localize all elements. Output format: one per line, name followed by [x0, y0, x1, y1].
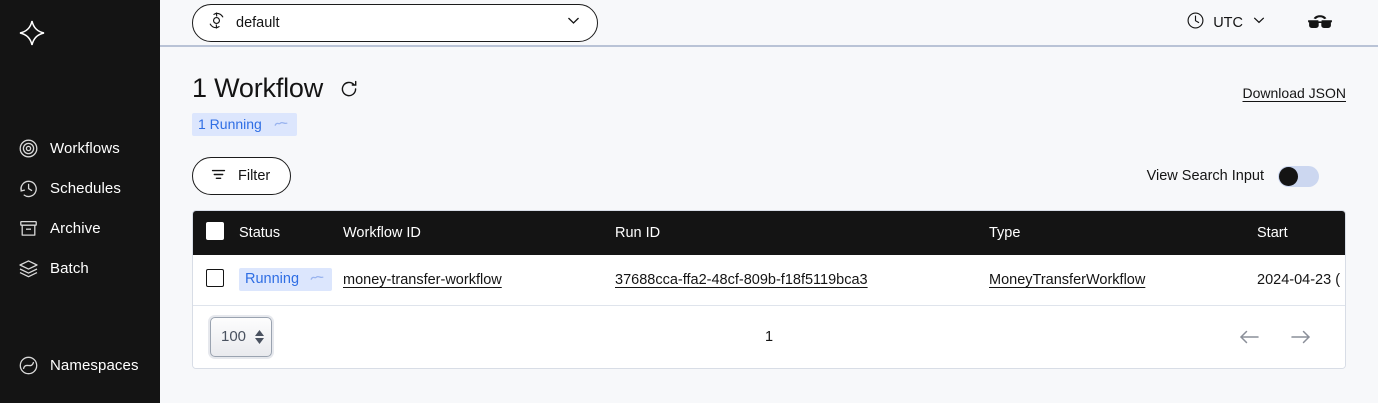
status-filter-row: 1 Running [192, 113, 1346, 136]
status-badge[interactable]: Running [239, 268, 333, 292]
workflows-table: Status Workflow ID Run ID Type Start [192, 210, 1346, 369]
page-number: 1 [764, 328, 774, 345]
page-size-value: 100 [221, 328, 247, 345]
status-badge[interactable]: 1 Running [192, 113, 297, 136]
namespaces-icon [18, 355, 39, 376]
topbar-right-group: UTC [1186, 11, 1355, 35]
sidebar-item-batch[interactable]: Batch [0, 248, 160, 288]
pagination-arrows [1238, 328, 1327, 346]
select-all-checkbox[interactable] [206, 222, 224, 240]
filter-icon [210, 166, 227, 187]
batch-layers-icon [18, 258, 39, 279]
sidebar-item-schedules[interactable]: Schedules [0, 168, 160, 208]
spinner-arrows-icon [255, 329, 264, 344]
row-start-cell: 2024-04-23 ( [1257, 271, 1341, 288]
archive-box-icon [18, 218, 39, 239]
column-header-workflow-id[interactable]: Workflow ID [343, 225, 421, 241]
run-id-link[interactable]: 37688cca-ffa2-48cf-809b-f18f5119bca3 [615, 271, 868, 288]
namespace-select[interactable]: default [192, 3, 598, 42]
table-controls: Filter View Search Input [192, 157, 1346, 195]
refresh-icon[interactable] [339, 79, 359, 99]
sidebar-item-label: Batch [50, 259, 89, 277]
workflow-type-link[interactable]: MoneyTransferWorkflow [989, 271, 1146, 288]
column-header-type[interactable]: Type [989, 225, 1021, 241]
namespace-icon [207, 11, 226, 35]
running-squiggle-icon [310, 271, 324, 287]
arrow-right-icon[interactable] [1290, 328, 1312, 346]
workflows-icon [18, 138, 39, 159]
sidebar-item-archive[interactable]: Archive [0, 208, 160, 248]
namespace-value: default [236, 14, 280, 31]
sidebar-item-label: Namespaces [50, 356, 139, 374]
select-all-header [193, 211, 239, 255]
content-area: 1 Workflow Download JSON 1 Running [160, 47, 1378, 369]
timezone-value: UTC [1213, 14, 1243, 31]
chevron-down-icon [1251, 12, 1267, 33]
sidebar-item-label: Archive [50, 219, 101, 237]
row-run-id-cell: 37688cca-ffa2-48cf-809b-f18f5119bca3 [615, 255, 989, 305]
main-area: default UTC [160, 0, 1378, 403]
temporal-star-logo[interactable] [17, 18, 47, 48]
row-checkbox[interactable] [206, 268, 224, 287]
table-row[interactable]: Running money-transfer-workflow [193, 255, 1345, 305]
running-squiggle-icon [274, 116, 288, 132]
sunglasses-icon[interactable] [1307, 14, 1333, 32]
page-header-left: 1 Workflow [192, 73, 359, 104]
sidebar-nav-secondary: Namespaces [0, 345, 160, 385]
row-type-cell: MoneyTransferWorkflow [989, 255, 1257, 305]
status-label: Running [245, 271, 300, 288]
column-header-start[interactable]: Start [1257, 225, 1288, 241]
toggle-knob [1279, 166, 1298, 186]
chevron-down-icon [565, 12, 582, 34]
filter-button-label: Filter [238, 168, 271, 184]
row-status-cell: Running [239, 255, 343, 305]
view-search-input-toggle[interactable] [1278, 165, 1319, 187]
column-header-status[interactable]: Status [239, 225, 281, 241]
page-header: 1 Workflow Download JSON [192, 47, 1346, 104]
sidebar-nav-primary: Workflows Schedules [0, 128, 160, 288]
row-workflow-id-cell: money-transfer-workflow [343, 255, 615, 305]
sidebar-item-label: Schedules [50, 179, 121, 197]
table-header-row: Status Workflow ID Run ID Type Start [193, 211, 1345, 255]
sidebar: Workflows Schedules [0, 0, 160, 403]
schedules-clock-icon [18, 178, 39, 199]
arrow-left-icon[interactable] [1238, 328, 1260, 346]
table-pagination: 100 1 [193, 305, 1345, 368]
filter-button[interactable]: Filter [192, 157, 292, 195]
row-select-cell [193, 255, 239, 305]
workflow-id-link[interactable]: money-transfer-workflow [343, 271, 502, 288]
download-json-link[interactable]: Download JSON [1242, 84, 1347, 101]
clock-icon [1186, 11, 1205, 35]
status-badge-label: 1 Running [198, 116, 262, 132]
page-size-select[interactable]: 100 [210, 316, 272, 357]
column-header-run-id[interactable]: Run ID [615, 225, 661, 241]
page-title: 1 Workflow [192, 73, 324, 103]
timezone-select[interactable]: UTC [1186, 11, 1267, 35]
sidebar-item-label: Workflows [50, 139, 120, 157]
top-bar: default UTC [160, 0, 1378, 47]
sidebar-item-workflows[interactable]: Workflows [0, 128, 160, 168]
view-search-input-label: View Search Input [1146, 168, 1264, 184]
sidebar-item-namespaces[interactable]: Namespaces [0, 345, 160, 385]
view-search-input-control: View Search Input [1146, 165, 1346, 187]
